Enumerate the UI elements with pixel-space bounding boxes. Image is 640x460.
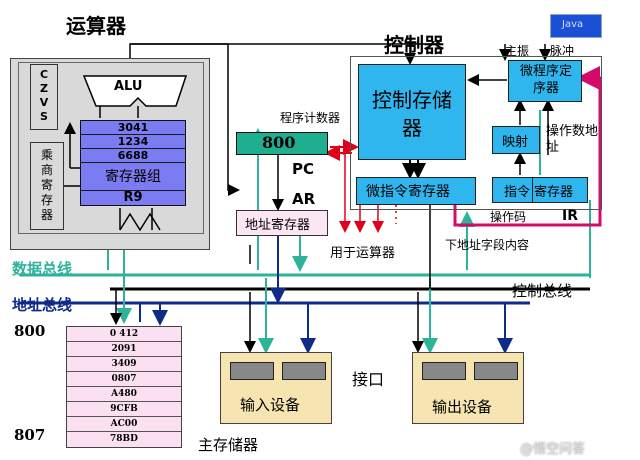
instruction-register [492, 177, 588, 203]
address-register-label: 地址寄存器 [245, 218, 311, 233]
output-device-label: 输出设备 [432, 398, 493, 416]
main-memory: 0 412 2091 3409 0807 A480 9CFB AC00 78BD [66, 326, 182, 448]
memory-cell: 78BD [110, 434, 138, 444]
for-alu-label: 用于运算器 [330, 246, 396, 261]
memory-start-address: 800 [14, 322, 46, 340]
pc-register [236, 132, 328, 155]
register-bank: 3041 1234 6688 寄存器组 R9 [80, 120, 186, 206]
operand-address-label: 操作数地址 [546, 124, 599, 155]
control-bus-label: 控制总线 [512, 282, 573, 300]
memory-cell: 9CFB [67, 402, 181, 417]
output-port-right [474, 362, 518, 380]
corner-badge [550, 14, 602, 38]
ar-label: AR [292, 190, 316, 208]
memory-cell: 0807 [67, 372, 181, 387]
ir-right-label: 寄存器 [534, 185, 574, 200]
next-address-label: 下地址字段内容 [445, 238, 530, 252]
interface-label: 接口 [352, 370, 385, 389]
input-port-right [282, 362, 326, 380]
main-clock-label: 主振 [505, 44, 530, 58]
register-bank-label: 寄存器组 [81, 163, 185, 191]
mq-register [30, 142, 64, 230]
input-device-label: 输入设备 [240, 396, 301, 414]
memory-cell: 0 412 [67, 327, 181, 342]
ir-label: IR [562, 208, 578, 224]
flags-text: CZVS [39, 68, 49, 123]
register-row: 1234 [81, 135, 185, 149]
mapping-label: 映射 [502, 135, 529, 150]
pc-value: 800 [262, 133, 296, 152]
register-row: 6688 [81, 149, 185, 163]
register-row: R9 [123, 190, 143, 205]
ir-left-label: 指令 [504, 185, 531, 200]
memory-end-address: 807 [14, 426, 46, 444]
pc-label: PC [292, 160, 315, 178]
register-row: 3041 [81, 121, 185, 135]
control-title: 控制器 [384, 33, 444, 57]
corner-badge-text: Java [562, 19, 584, 30]
pc-caption: 程序计数器 [280, 111, 341, 125]
output-port-left [422, 362, 466, 380]
mir-label: 微指令寄存器 [366, 184, 450, 200]
address-register [236, 210, 328, 236]
ir-divider [532, 177, 533, 203]
control-memory-label: 控制存储器 [372, 88, 452, 140]
address-bus-label: 地址总线 [12, 296, 73, 314]
mapping-box [492, 126, 540, 154]
watermark: @悟空问答 [520, 442, 586, 457]
control-memory [358, 64, 466, 160]
flags-register [30, 64, 58, 130]
micro-instruction-register [356, 177, 476, 205]
sequencer [508, 60, 582, 102]
alu-label: ALU [114, 79, 143, 94]
data-bus-label: 数据总线 [12, 260, 73, 278]
control-outer [350, 56, 602, 210]
pulse-label: 脉冲 [550, 44, 575, 58]
input-port-left [230, 362, 274, 380]
mq-text: 乘商寄存器 [40, 148, 53, 222]
memory-cell: AC00 [67, 417, 181, 432]
main-memory-label: 主存储器 [198, 436, 259, 454]
sequencer-label: 微程序定序器 [519, 64, 572, 96]
memory-cell: 2091 [67, 342, 181, 357]
memory-cell: 3409 [67, 357, 181, 372]
opcode-label: 操作码 [490, 210, 527, 224]
arith-title: 运算器 [66, 14, 126, 38]
memory-cell: A480 [67, 387, 181, 402]
